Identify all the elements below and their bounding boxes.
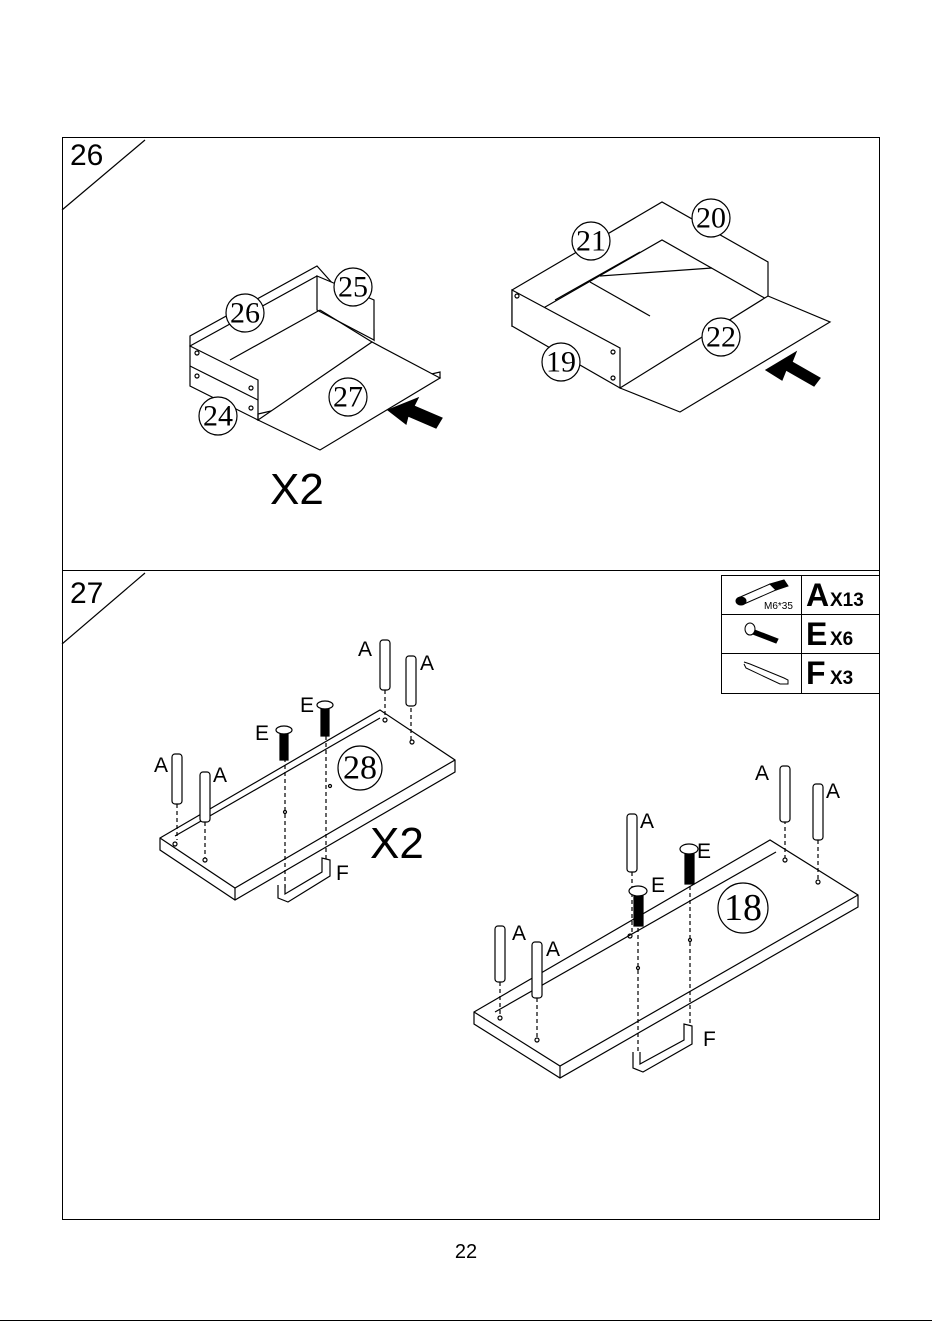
hardware-f-letter: F [806, 657, 826, 689]
hardware-f-count: X3 [830, 669, 853, 688]
hardware-a-count: X13 [830, 591, 864, 610]
part-24-label: 24 [203, 400, 233, 433]
callout-a: A [213, 764, 227, 787]
hardware-e-count: X6 [830, 630, 853, 649]
hardware-a-letter: A [806, 579, 829, 611]
part-22-label: 22 [706, 321, 736, 354]
hardware-row-a: M6*35 A X13 [722, 576, 879, 615]
part-25-label: 25 [338, 271, 368, 304]
part-19-label: 19 [546, 346, 576, 379]
cam-bolt-icon: M6*35 [722, 576, 802, 614]
callout-f: F [703, 1028, 716, 1051]
callout-a: A [512, 922, 526, 945]
page-number: 22 [0, 1241, 932, 1264]
callout-a: A [546, 938, 560, 961]
callout-e: E [697, 840, 711, 863]
callout-f: F [336, 862, 349, 885]
callout-a: A [358, 638, 372, 661]
hardware-row-f: F X3 [722, 654, 879, 693]
hardware-row-e: E X6 [722, 615, 879, 654]
callout-a: A [826, 780, 840, 803]
handle-icon [722, 654, 802, 693]
bottom-rule [0, 1320, 932, 1321]
part-26-label: 26 [230, 297, 260, 330]
part-20-label: 20 [696, 202, 726, 235]
hardware-e-letter: E [806, 618, 827, 650]
callout-a: A [640, 810, 654, 833]
part-27-label: 27 [333, 381, 363, 414]
callout-a: A [755, 762, 769, 785]
screw-icon [722, 615, 802, 653]
callout-e: E [255, 722, 269, 745]
part-18-label: 18 [724, 887, 762, 929]
callout-a: A [154, 754, 168, 777]
part-21-label: 21 [576, 225, 606, 258]
callout-e: E [300, 694, 314, 717]
part-28-label: 28 [343, 750, 377, 787]
callout-a: A [420, 652, 434, 675]
hardware-legend: M6*35 A X13 E X6 F X3 [721, 575, 880, 694]
callout-e: E [651, 874, 665, 897]
hardware-a-spec: M6*35 [764, 602, 793, 612]
